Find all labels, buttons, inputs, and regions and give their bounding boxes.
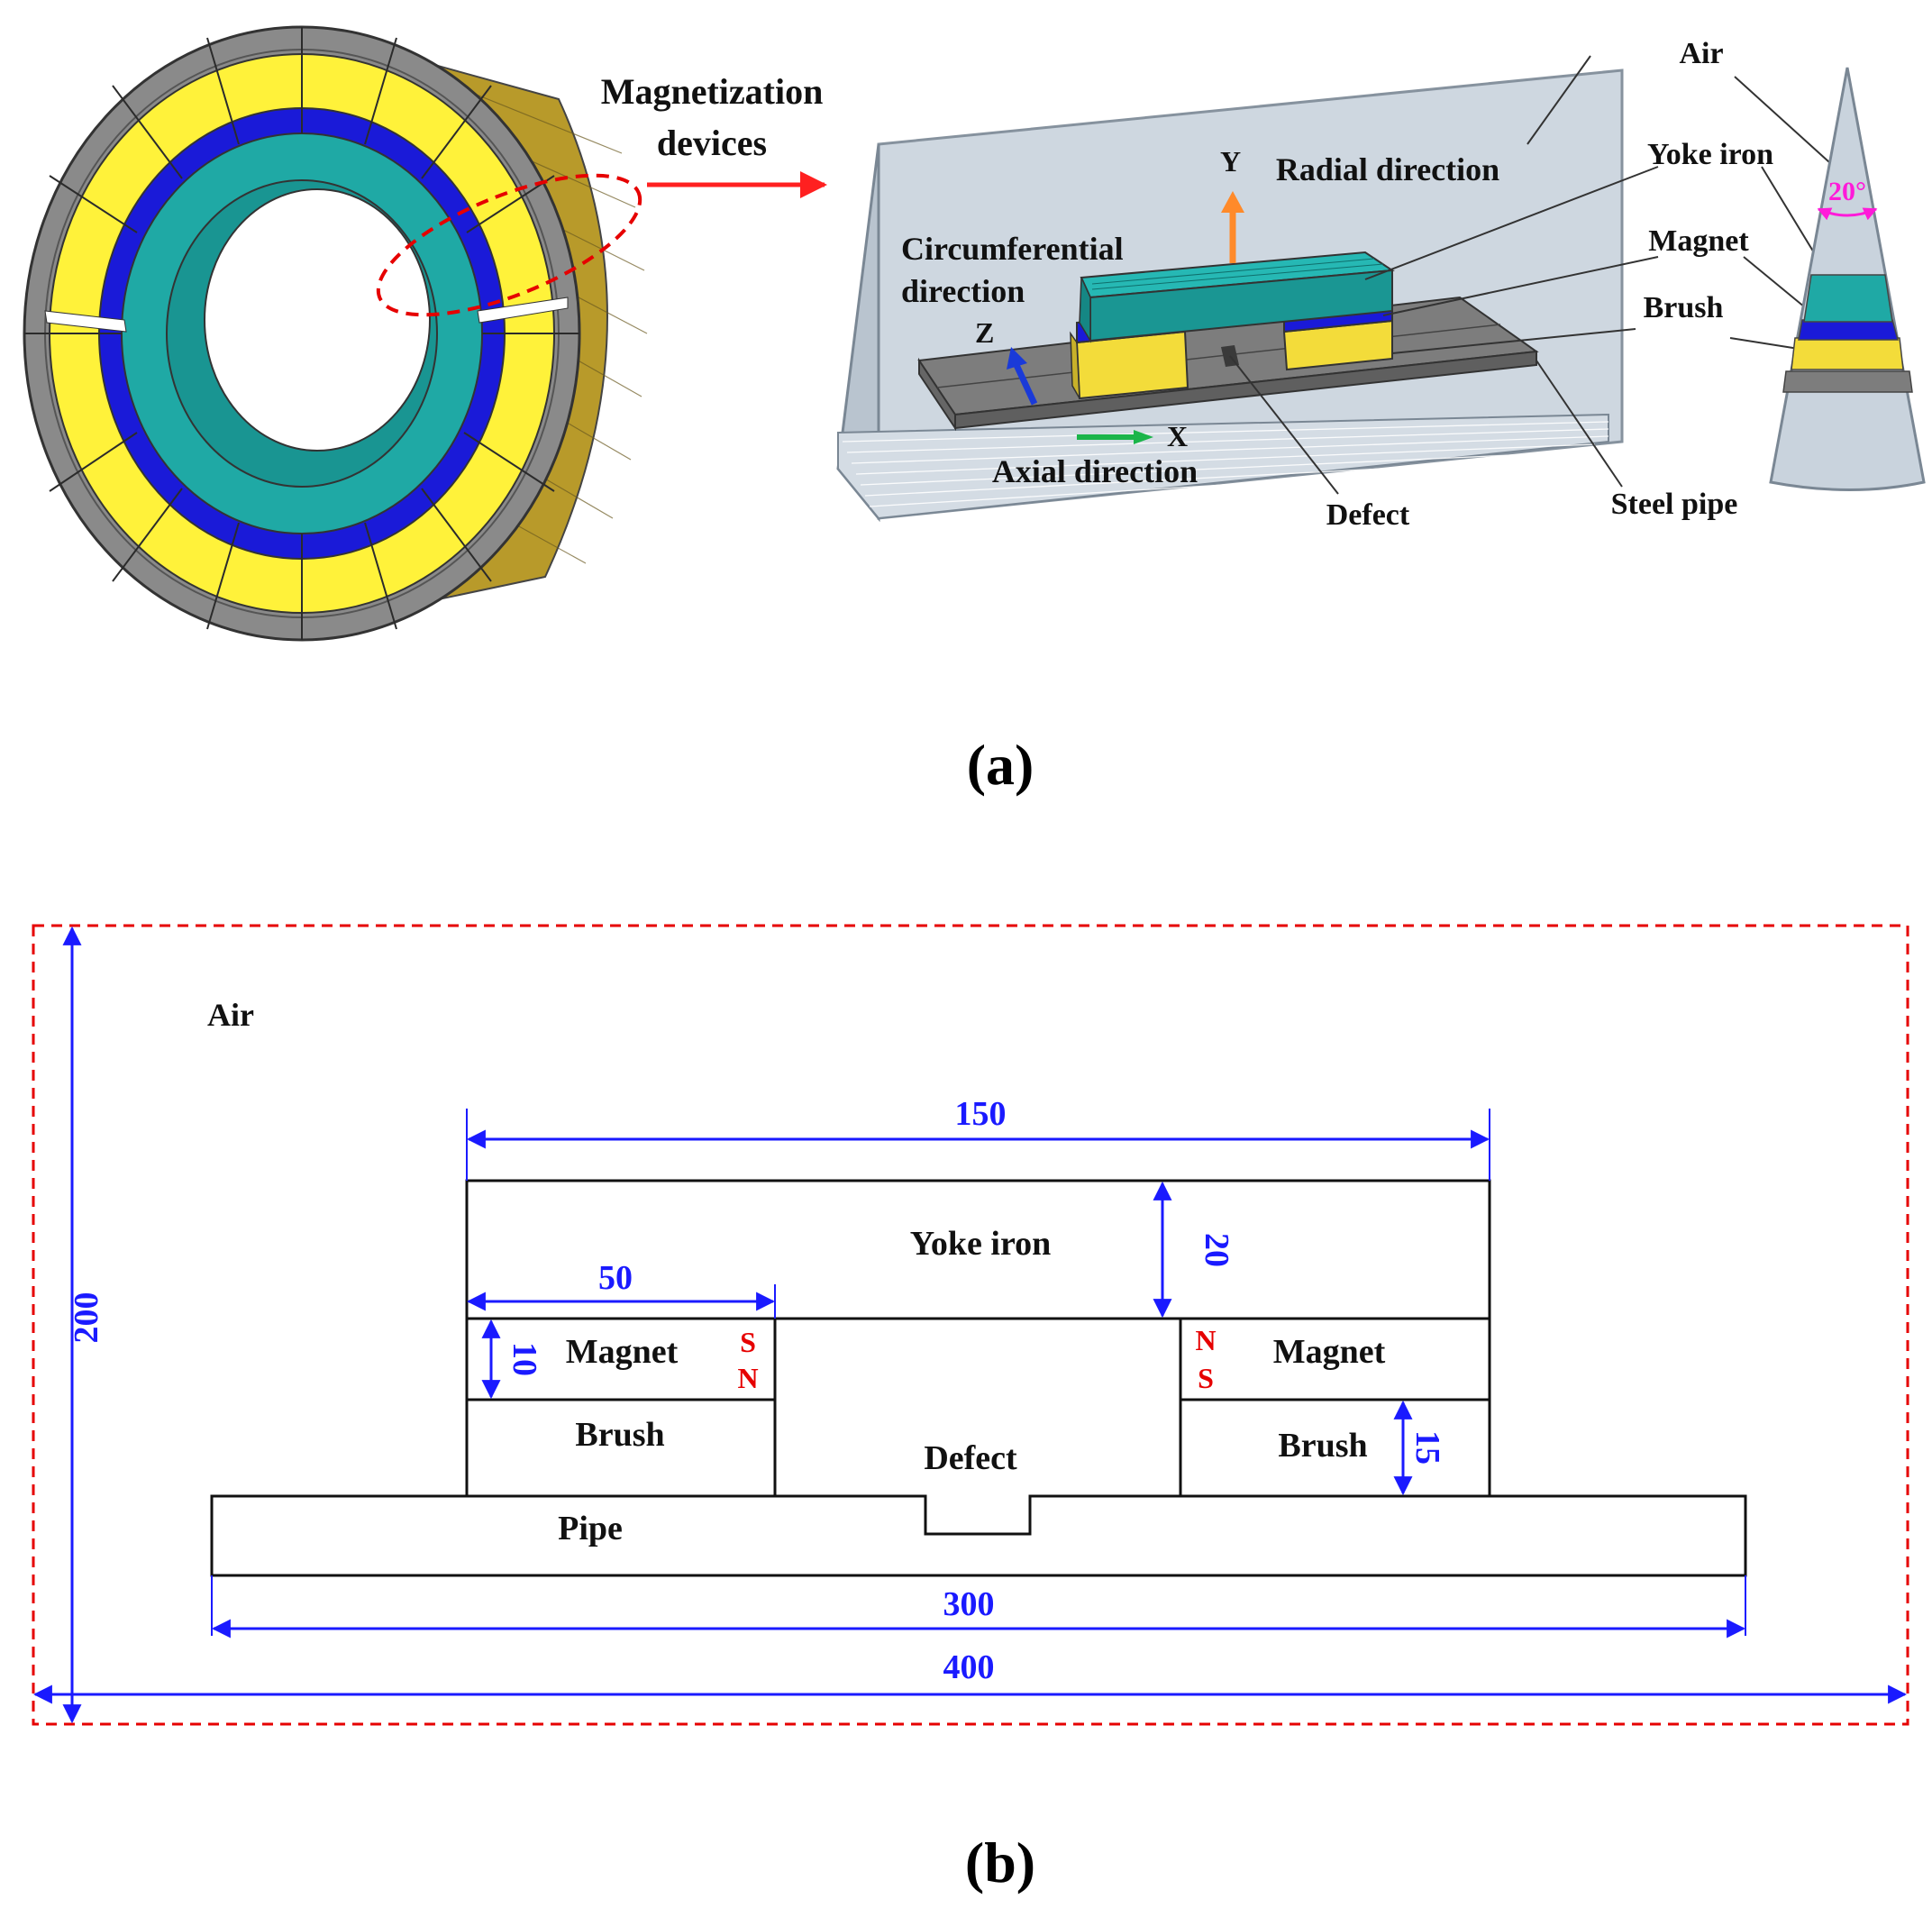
left-brush-side (1070, 331, 1080, 399)
label-defect-b: Defect (924, 1439, 1017, 1477)
steel-pipe-groove (936, 324, 1501, 388)
wedge-angle-arc (1817, 207, 1878, 221)
label-axis-x: X (1167, 420, 1188, 452)
ring-segment-lines (24, 27, 579, 640)
ring-inner-hole (204, 188, 431, 452)
steel-pipe-left (918, 357, 956, 432)
wedge-brush (1791, 337, 1904, 370)
axis-x-arrowhead (1134, 430, 1153, 444)
label-air-b: Air (207, 997, 254, 1033)
axis-z-arrowhead (1007, 347, 1027, 370)
wedge-magnet (1798, 319, 1899, 341)
label-yoke-iron-b: Yoke iron (910, 1225, 1052, 1263)
label-magnet-left-b: Magnet (566, 1333, 679, 1371)
pole-right-top: N (1195, 1324, 1216, 1356)
label-magnet-right-b: Magnet (1273, 1333, 1386, 1371)
dim-200-label: 200 (68, 1292, 105, 1344)
label-radial-direction: Radial direction (1276, 151, 1499, 187)
ring-gaps (44, 297, 569, 333)
label-circumferential-line1: Circumferential (901, 231, 1124, 267)
label-angle: 20° (1828, 177, 1866, 206)
label-defect-a: Defect (1326, 498, 1410, 532)
pole-right-bottom: S (1198, 1362, 1214, 1394)
air-box-hatch (842, 421, 1609, 507)
wedge-model (1769, 67, 1926, 491)
wedge-yoke (1803, 274, 1893, 323)
label-steel-pipe-a: Steel pipe (1611, 488, 1738, 521)
label-brush-left-b: Brush (575, 1416, 664, 1454)
dim-15-label: 15 (1408, 1430, 1446, 1465)
wedge-pipe (1782, 370, 1913, 393)
label-brush-a: Brush (1644, 291, 1724, 324)
callout-ellipse (376, 173, 642, 317)
callout-label-line2: devices (657, 123, 767, 163)
label-magnet-a: Magnet (1648, 224, 1749, 258)
dim-10-label: 10 (506, 1342, 543, 1376)
dim-20-label: 20 (1198, 1233, 1235, 1267)
schematic-2d (32, 924, 1909, 1726)
left-magnet-rect (465, 1317, 777, 1401)
dim-300-label: 300 (943, 1585, 995, 1623)
right-magnet-rect (1179, 1317, 1491, 1401)
axis-y-arrowhead (1221, 191, 1244, 213)
dim-150-label: 150 (955, 1095, 1007, 1133)
label-axis-y: Y (1220, 145, 1241, 178)
yoke-left (1079, 277, 1091, 343)
caption-a: (a) (967, 733, 1034, 797)
dim-50-label: 50 (598, 1259, 633, 1297)
label-axis-z: Z (975, 316, 994, 349)
pole-left-bottom: N (737, 1362, 758, 1394)
ring-assembly (23, 25, 827, 642)
label-brush-right-b: Brush (1278, 1427, 1367, 1465)
air-boundary (32, 924, 1909, 1726)
pole-left-top: S (740, 1326, 756, 1358)
dim-400-label: 400 (943, 1648, 995, 1686)
axis-z-arrow (1013, 363, 1038, 406)
pipe-outline (210, 1494, 1747, 1577)
label-air-a: Air (1679, 37, 1723, 70)
yoke-hatch (1091, 258, 1384, 290)
label-circumferential-line2: direction (901, 273, 1025, 309)
caption-b: (b) (965, 1830, 1035, 1894)
label-pipe-b: Pipe (558, 1510, 623, 1547)
label-yoke-iron-a: Yoke iron (1647, 138, 1773, 171)
callout-label-line1: Magnetization (601, 71, 824, 112)
air-box-bottom (837, 413, 1609, 520)
label-axial-direction: Axial direction (992, 453, 1198, 489)
block-model (836, 55, 1830, 523)
